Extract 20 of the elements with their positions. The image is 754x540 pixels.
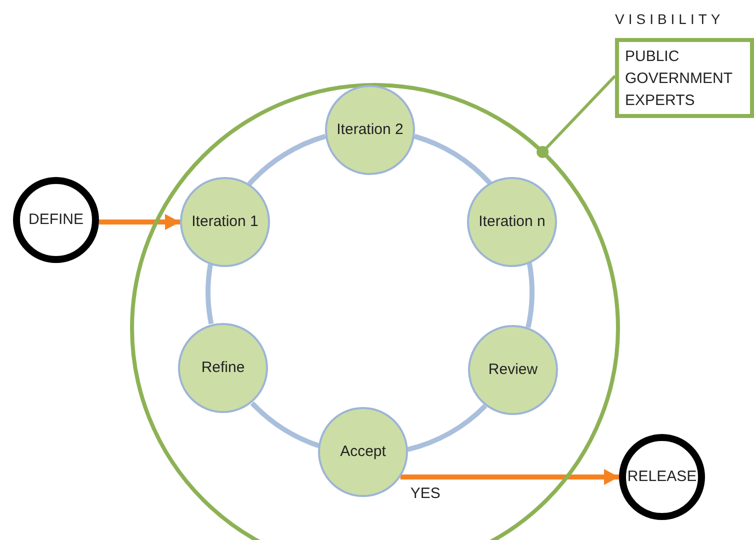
arrow bbox=[400, 469, 619, 485]
node-label: Review bbox=[488, 360, 538, 380]
heading: VISIBILITY bbox=[615, 10, 724, 29]
ring-connector bbox=[250, 401, 320, 448]
list-text: PUBLIC GOVERNMENT EXPERTS bbox=[625, 47, 734, 111]
node-label: Iteration 2 bbox=[336, 120, 404, 140]
edge-label: YES bbox=[410, 485, 440, 502]
node-label: Iteration 1 bbox=[192, 212, 258, 232]
node-label: RELEASE bbox=[627, 467, 697, 487]
node-label: Accept bbox=[340, 442, 386, 462]
node-label: Iteration n bbox=[478, 212, 546, 232]
ring-connector bbox=[526, 262, 534, 328]
ring-connector bbox=[406, 404, 488, 452]
node-label: DEFINE bbox=[28, 210, 84, 230]
ring-connector bbox=[247, 134, 326, 186]
leader-line bbox=[536, 74, 616, 158]
node-label: Refine bbox=[201, 358, 245, 378]
ring-connector bbox=[414, 134, 492, 185]
arrow bbox=[99, 214, 180, 230]
ring-connector bbox=[206, 264, 214, 324]
